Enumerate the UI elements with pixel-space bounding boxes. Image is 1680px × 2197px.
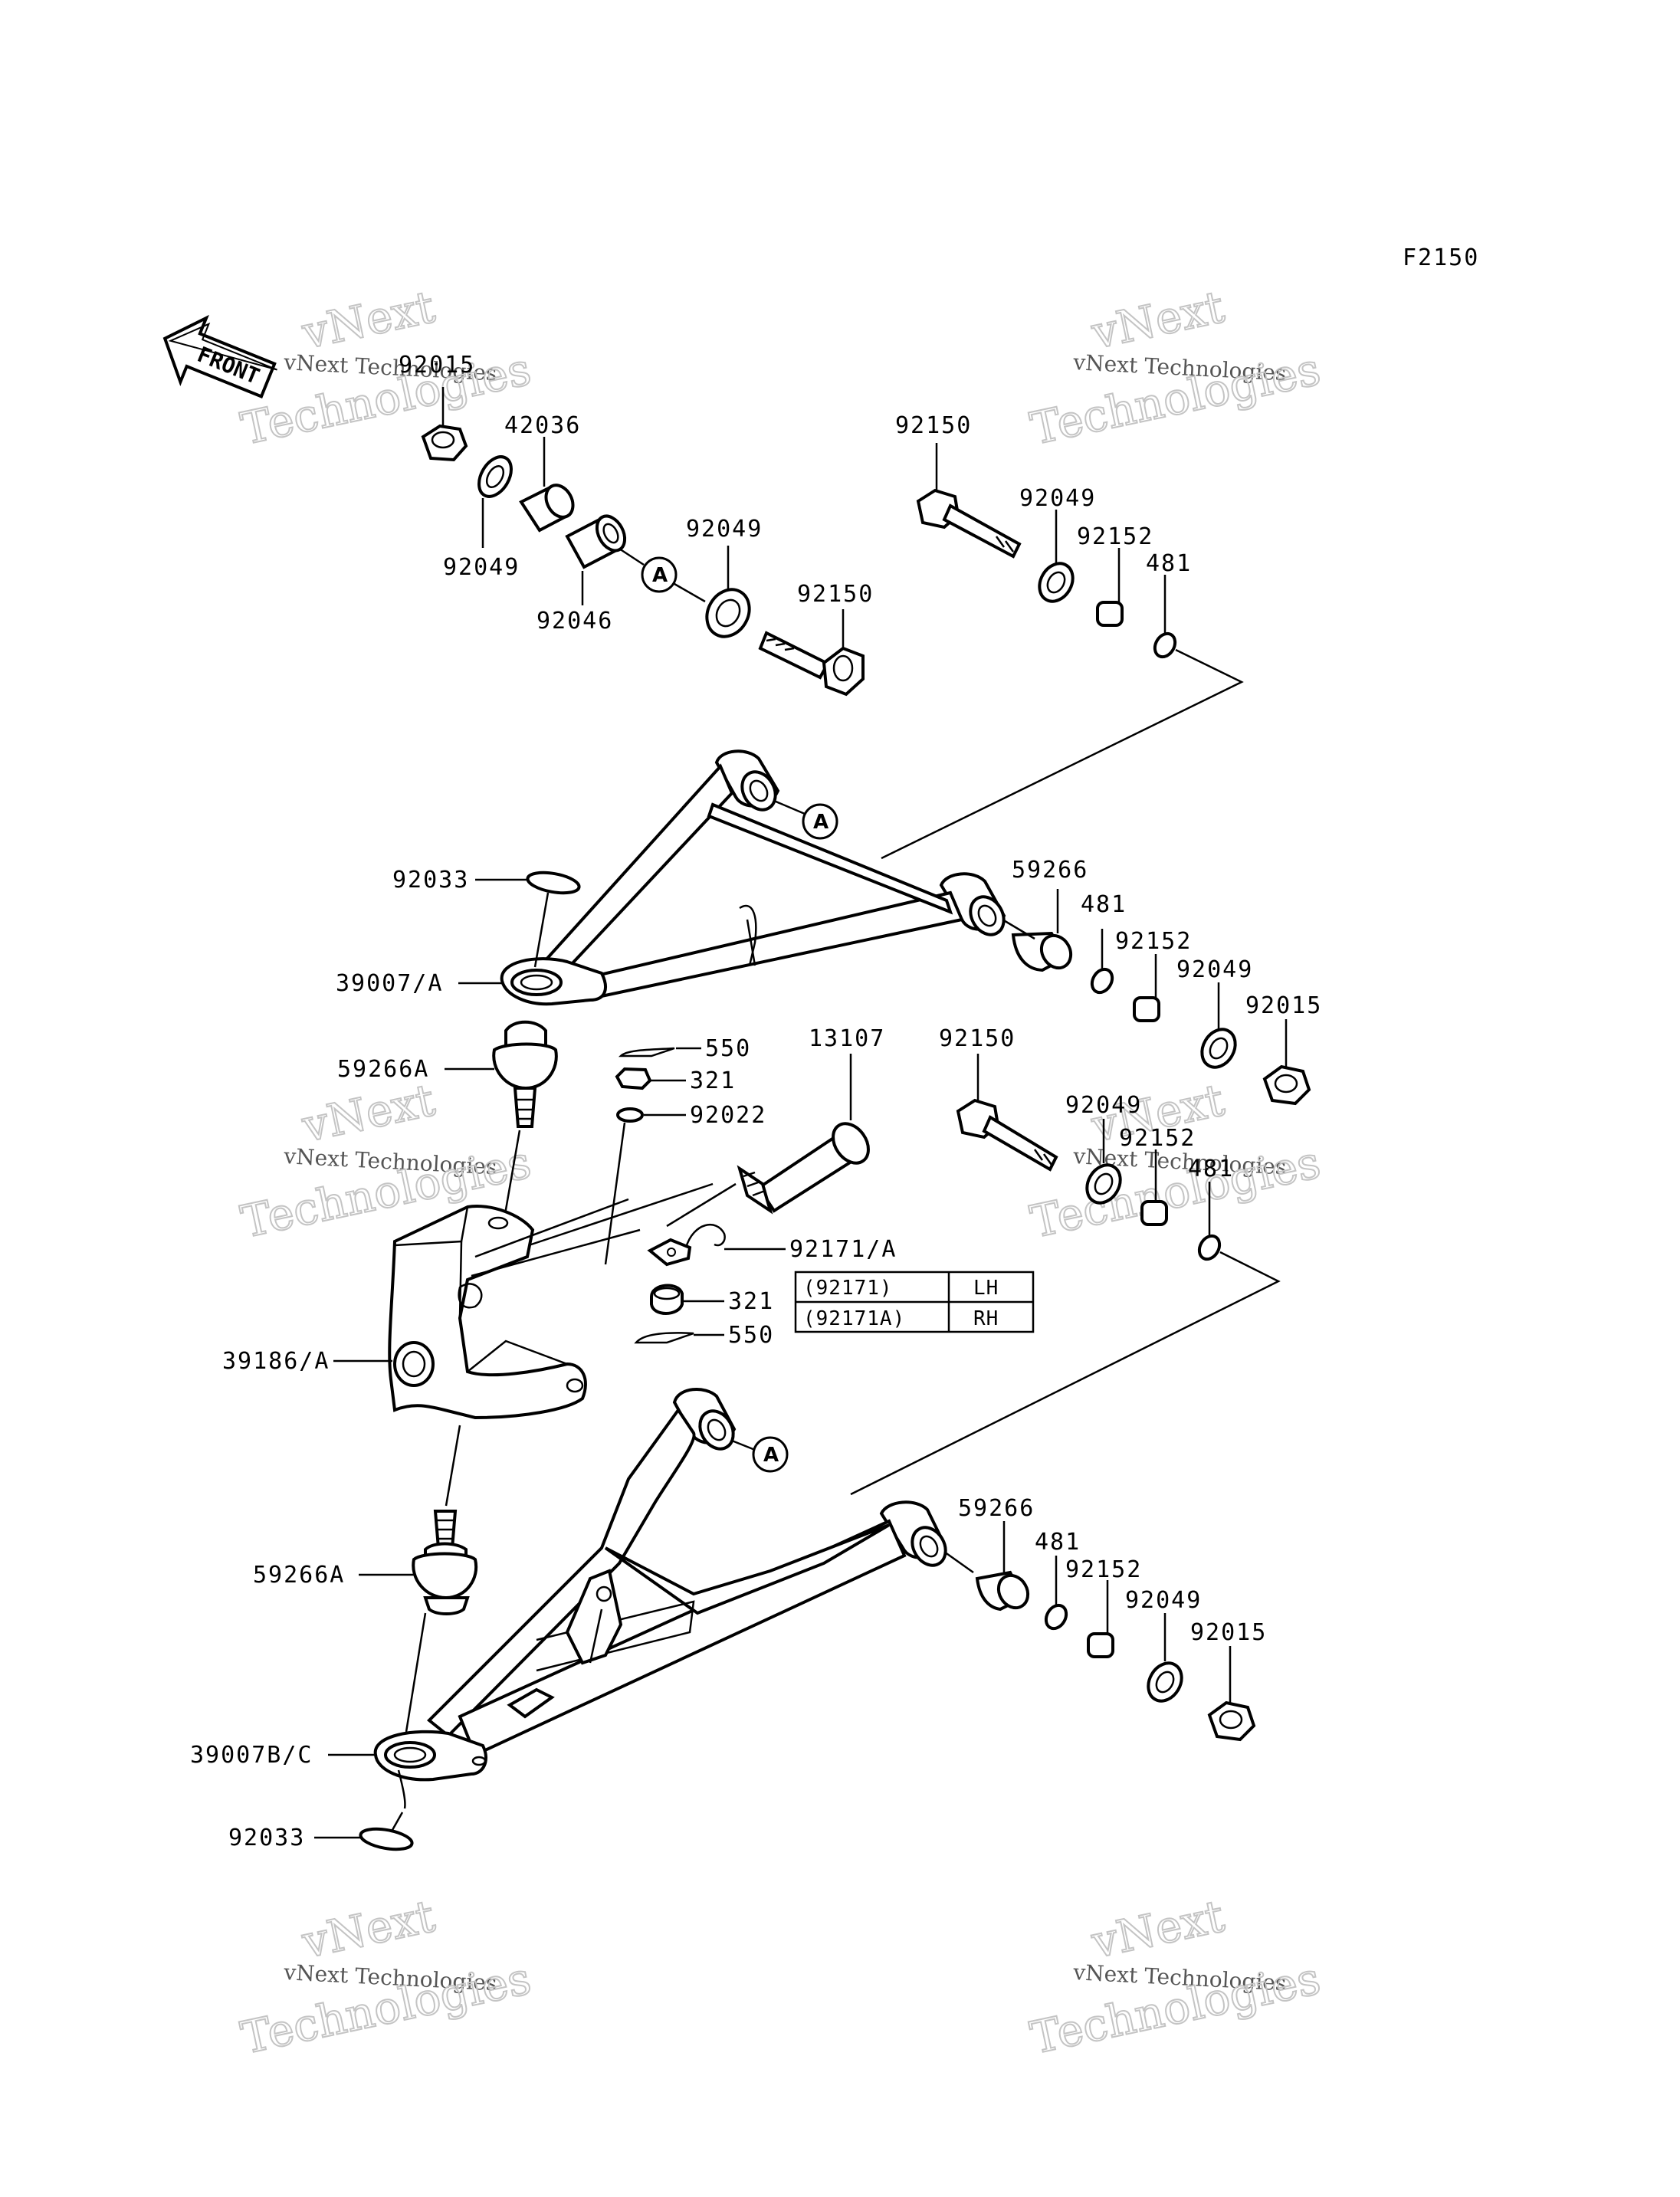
- upper-a-arm: [500, 749, 1006, 1006]
- svg-text:A: A: [813, 811, 829, 834]
- part-321-b: [650, 1284, 724, 1315]
- svg-text:vNext: vNext: [297, 1890, 439, 1969]
- label-92022: 92022: [690, 1102, 766, 1129]
- part-92049-d: [1200, 982, 1237, 1069]
- label-59266-b: 59266: [958, 1495, 1035, 1522]
- label-39007a: 39007/A: [336, 970, 443, 997]
- part-92015-top: [421, 387, 468, 462]
- label-92015-top: 92015: [399, 352, 475, 379]
- label-321-a: 321: [690, 1067, 736, 1094]
- part-42036: [519, 437, 575, 533]
- reference-marker-a-3: A: [731, 1436, 789, 1473]
- table-side-2: RH: [973, 1307, 999, 1330]
- label-13107: 13107: [809, 1025, 885, 1052]
- part-59266-b: [943, 1521, 1030, 1612]
- part-92033-bottom: [314, 1812, 414, 1851]
- svg-text:A: A: [763, 1444, 779, 1467]
- reference-marker-a-2: A: [773, 799, 838, 840]
- label-321-b: 321: [728, 1288, 774, 1315]
- label-481-a: 481: [1146, 550, 1192, 577]
- watermark-bottom-left: vNext vNext Technologies Technologies: [236, 1889, 536, 2065]
- table-code-1: (92171): [803, 1277, 893, 1300]
- label-59266a-bottom: 59266A: [253, 1562, 345, 1589]
- part-92015-b: [1262, 1019, 1311, 1106]
- part-92152-a: [1096, 548, 1124, 627]
- label-481-b: 481: [1081, 891, 1127, 918]
- part-92049-c: [1038, 510, 1075, 603]
- label-92033-bottom: 92033: [228, 1825, 305, 1851]
- label-92015-c: 92015: [1190, 1619, 1267, 1646]
- figure-code: F2150: [1403, 244, 1479, 271]
- label-92033-top: 92033: [392, 867, 469, 894]
- label-481-d: 481: [1035, 1529, 1081, 1556]
- part-92015-c: [1207, 1646, 1256, 1742]
- label-92049-f: 92049: [1125, 1587, 1202, 1614]
- label-92049-c: 92049: [1019, 485, 1096, 512]
- label-39186a: 39186/A: [222, 1348, 330, 1375]
- label-92049-a: 92049: [443, 554, 520, 581]
- label-92150-c: 92150: [939, 1025, 1016, 1052]
- svg-text:vNext: vNext: [1087, 1890, 1229, 1969]
- label-550-a: 550: [705, 1035, 751, 1062]
- svg-text:vNext: vNext: [1087, 280, 1229, 359]
- label-92049-b: 92049: [686, 516, 763, 543]
- part-92152-d: [1087, 1580, 1114, 1658]
- part-59266a-bottom: [359, 1425, 478, 1733]
- part-481-b: [1090, 929, 1114, 995]
- label-550-b: 550: [728, 1322, 774, 1349]
- label-59266a-top: 59266A: [337, 1056, 429, 1083]
- lower-a-arm: [373, 1387, 947, 1809]
- part-92049-f: [1147, 1613, 1183, 1703]
- label-92049-d: 92049: [1176, 956, 1253, 983]
- label-92152-c: 92152: [1119, 1125, 1196, 1152]
- part-92152-c: [1140, 1149, 1168, 1226]
- part-92171a: [647, 1223, 786, 1267]
- variant-table: (92171) LH (92171A) RH: [794, 1271, 1035, 1333]
- label-39007bc: 39007B/C: [190, 1742, 313, 1769]
- label-92152-a: 92152: [1077, 523, 1153, 550]
- part-92152-b: [1133, 954, 1160, 1022]
- part-59266a-top: [445, 1020, 558, 1219]
- label-92152-b: 92152: [1115, 928, 1192, 955]
- label-92046: 92046: [536, 608, 613, 635]
- label-92015-b: 92015: [1245, 992, 1322, 1019]
- svg-text:A: A: [652, 564, 668, 587]
- steering-knuckle: [388, 1182, 714, 1420]
- svg-text:vNext: vNext: [297, 1074, 439, 1153]
- label-481-c: 481: [1188, 1156, 1234, 1182]
- part-59266-a: [1002, 918, 1073, 972]
- watermark-bottom-right: vNext vNext Technologies Technologies: [1025, 1889, 1326, 2065]
- part-13107: [666, 1054, 870, 1228]
- svg-text:vNext: vNext: [297, 280, 439, 359]
- watermark-top-left: vNext vNext Technologies Technologies: [236, 280, 536, 456]
- label-92150-a: 92150: [895, 412, 972, 439]
- part-481-c: [850, 1182, 1281, 1496]
- part-92049-b: [705, 546, 751, 638]
- label-92171a: 92171/A: [789, 1236, 897, 1263]
- label-92049-e: 92049: [1065, 1092, 1142, 1119]
- part-321-a: [615, 1067, 686, 1090]
- label-42036: 42036: [504, 412, 581, 439]
- part-92022: [604, 1107, 686, 1265]
- part-92150-c: [956, 1054, 1058, 1172]
- part-550-b: [634, 1332, 724, 1344]
- label-92152-d: 92152: [1065, 1556, 1142, 1583]
- part-550-a: [618, 1047, 701, 1058]
- label-59266-a: 59266: [1012, 857, 1088, 884]
- reference-marker-a-1: A: [641, 556, 706, 603]
- part-92049-a: [477, 455, 513, 548]
- part-92049-e: [1085, 1119, 1122, 1205]
- watermark-top-right: vNext vNext Technologies Technologies: [1025, 280, 1326, 456]
- part-92033-top: [475, 871, 581, 968]
- part-92046: [565, 514, 645, 605]
- label-92150-b: 92150: [797, 581, 874, 608]
- part-481-d: [1044, 1556, 1068, 1631]
- part-92150-b: [758, 609, 865, 697]
- part-92150-a: [916, 443, 1022, 559]
- table-code-2: (92171A): [803, 1307, 905, 1330]
- part-481-a: [881, 575, 1244, 860]
- table-side-1: LH: [973, 1277, 999, 1300]
